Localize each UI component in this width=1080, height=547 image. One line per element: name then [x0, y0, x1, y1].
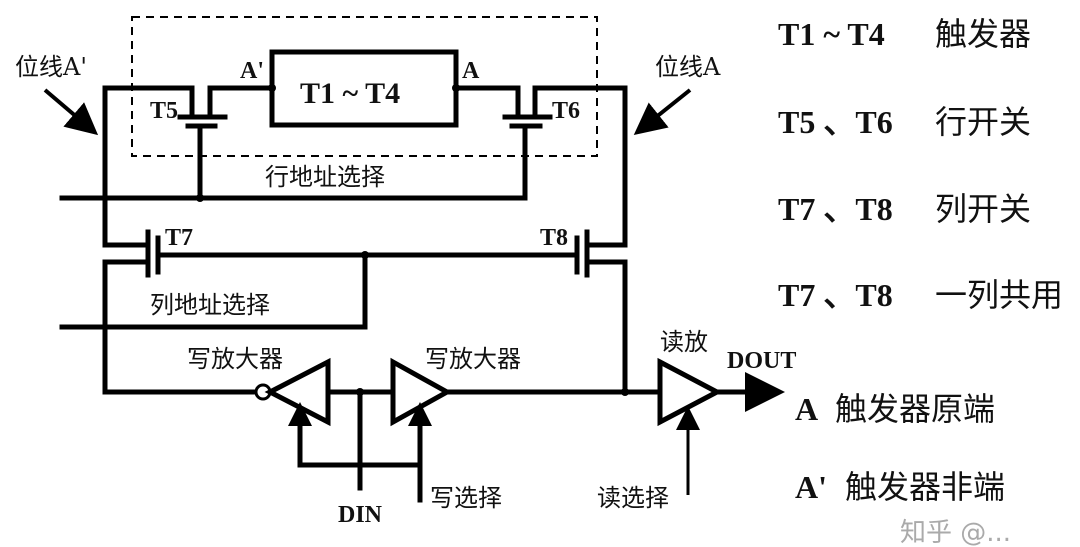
- legend-term: T7 、T8: [778, 277, 893, 313]
- node-a-prime: A': [240, 58, 264, 84]
- din-label: DIN: [338, 502, 383, 528]
- legend-desc: 一列共用: [935, 276, 1063, 314]
- legend-term: T5 、T6: [778, 104, 893, 140]
- write-select-label: 写选择: [430, 484, 502, 512]
- legend-desc: 行开关: [935, 103, 1031, 141]
- t5-label: T5: [150, 98, 178, 124]
- legend-desc: 触发器非端: [845, 468, 1005, 506]
- legend-desc: 触发器原端: [835, 390, 995, 428]
- row-select-label: 行地址选择: [265, 163, 385, 191]
- dout-label: DOUT: [727, 348, 796, 374]
- legend: T1 ~ T4 触发器 T5 、T6 行开关 T7 、T8 列开关 T7 、T8…: [778, 15, 1063, 506]
- legend-term: T1 ~ T4: [778, 16, 885, 52]
- t7-label: T7: [165, 225, 193, 251]
- block-label: T1 ~ T4: [300, 77, 400, 110]
- write-amp-right-label: 写放大器: [425, 345, 521, 373]
- col-select-line: [59, 252, 578, 330]
- read-amp-label: 读放: [660, 328, 708, 356]
- bitline-right-label: 位线A: [655, 53, 721, 81]
- legend-desc: 触发器: [935, 15, 1031, 53]
- legend-desc: 列开关: [935, 190, 1031, 228]
- legend-term: A': [795, 469, 827, 505]
- watermark: 知乎 @...: [900, 518, 1011, 547]
- t8-label: T8: [540, 225, 568, 251]
- legend-term: T7 、T8: [778, 191, 893, 227]
- legend-term: A: [795, 391, 818, 427]
- bitline-left-label: 位线A': [15, 53, 87, 81]
- node-a: A: [462, 58, 480, 84]
- arrow-right-bitline: [633, 88, 692, 135]
- write-amp-left-label: 写放大器: [187, 345, 283, 373]
- read-select-label: 读选择: [597, 484, 669, 512]
- bitline-left: [102, 85, 195, 248]
- t6-label: T6: [552, 98, 580, 124]
- col-select-label: 列地址选择: [150, 291, 270, 319]
- arrow-left-bitline: [43, 88, 99, 136]
- bitline-right: [532, 85, 628, 248]
